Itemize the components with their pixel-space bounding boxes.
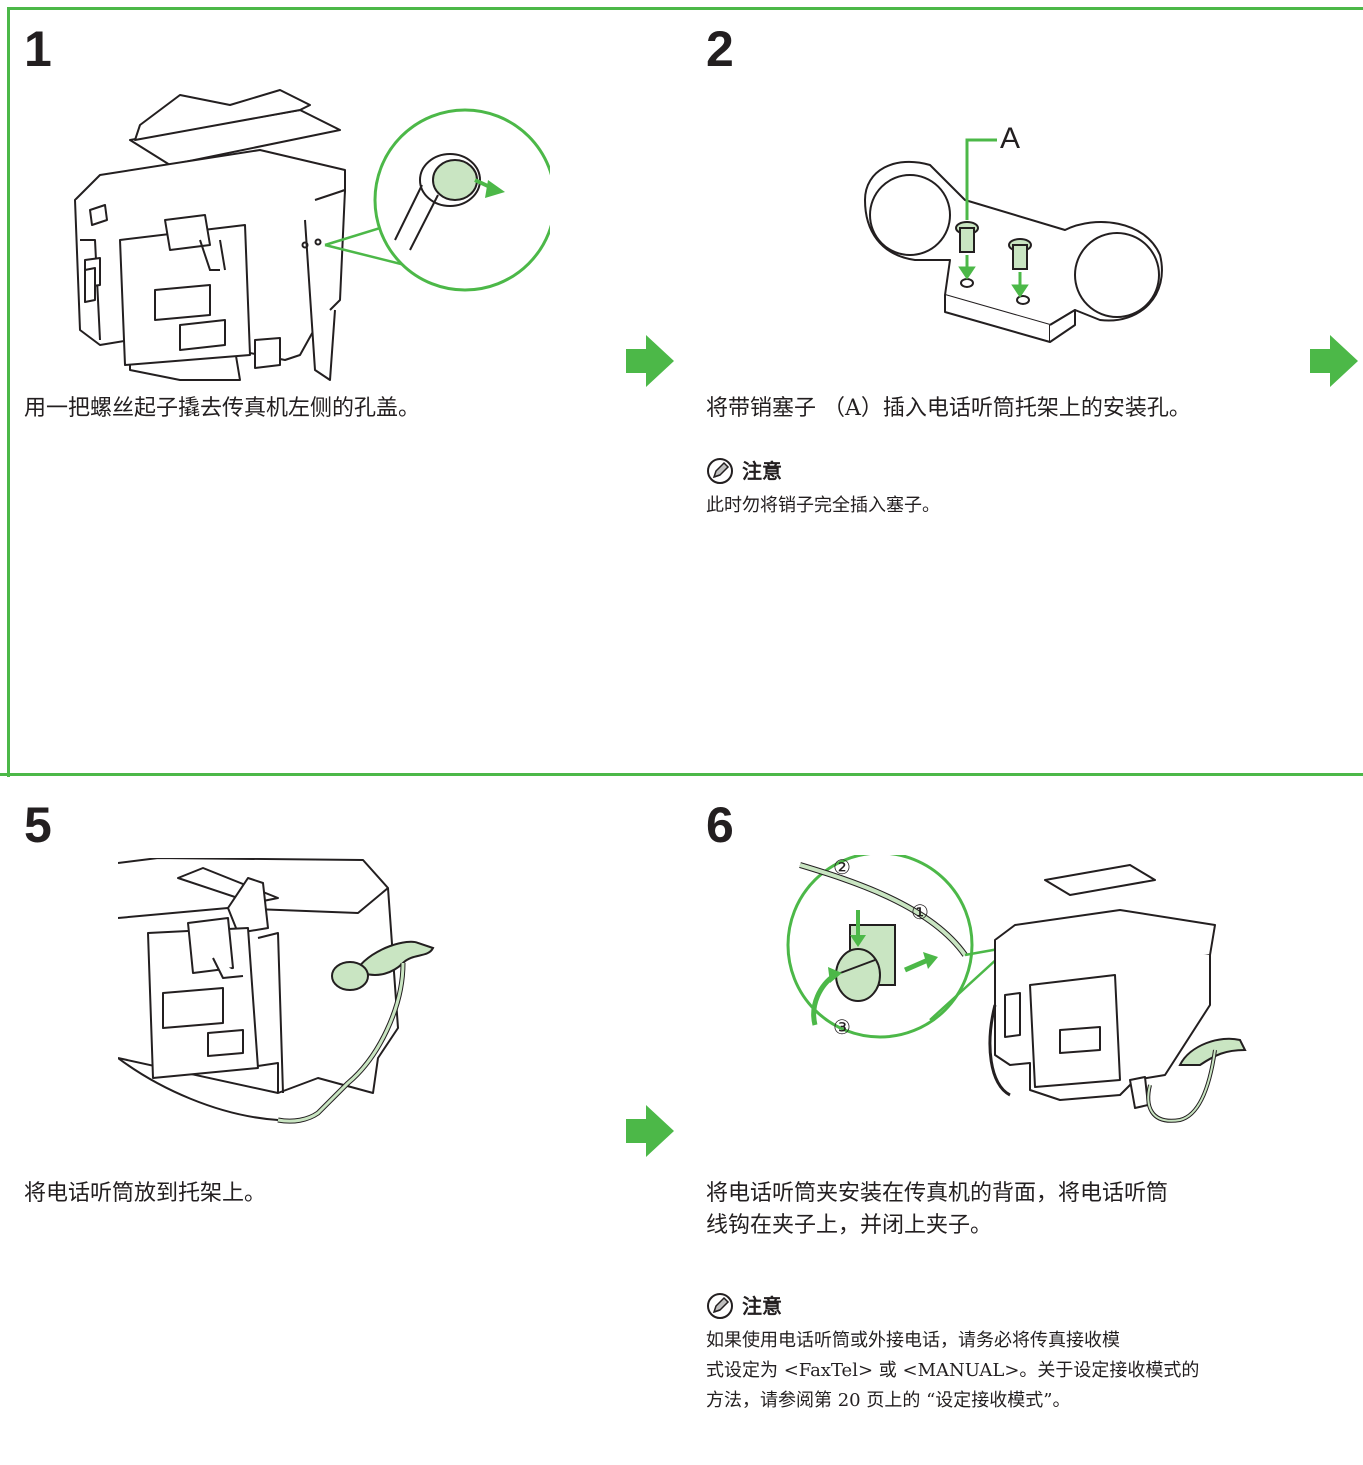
handset-on-cradle-illustration [118,858,435,1124]
frame-left-rule [7,7,10,777]
note-heading: 注意 [706,1292,782,1320]
note-body: 此时勿将销子完全插入塞子。 [706,495,940,516]
step-instruction-line-1: 将电话听筒夹安装在传真机的背面，将电话听筒 [706,1181,1169,1206]
frame-middle-rule [0,773,1363,776]
note-heading: 注意 [706,457,782,485]
next-step-arrow-icon [626,335,674,387]
callout-1: ① [911,900,929,924]
callout-3: ③ [833,1015,851,1039]
next-step-arrow-icon [626,1105,674,1157]
note-body-line-2: 式设定为 <FaxTel> 或 <MANUAL>。关于设定接收模式的 [706,1360,1200,1381]
callout-2: ② [833,855,851,879]
callout-label-a: A [1000,122,1021,155]
step-instruction: 将电话听筒放到托架上。 [24,1181,267,1206]
pencil-note-icon [707,458,733,484]
frame-top-rule [7,7,1363,10]
step-number: 6 [706,797,734,853]
next-step-arrow-icon [1310,335,1358,387]
step-number: 5 [24,797,52,853]
pencil-note-icon [707,1293,733,1319]
step-instruction: 用一把螺丝起子撬去传真机左侧的孔盖。 [24,396,421,421]
note-title: 注意 [742,459,782,483]
note-body-line-1: 如果使用电话听筒或外接电话，请务必将传真接收模 [706,1330,1120,1351]
note-body-line-3: 方法，请参阅第 20 页上的 “设定接收模式”。 [706,1390,1071,1411]
step-instruction: 将带销塞子 （A）插入电话听筒托架上的安装孔。 [706,396,1191,421]
handset-cradle-illustration [864,138,1163,343]
step-number: 2 [706,21,734,77]
note-title: 注意 [742,1294,782,1318]
fax-machine-side-illustration [74,89,550,381]
step-instruction-line-2: 线钩在夹子上，并闭上夹子。 [706,1213,993,1238]
step-number: 1 [24,21,52,77]
handset-clip-illustration [786,855,1247,1123]
